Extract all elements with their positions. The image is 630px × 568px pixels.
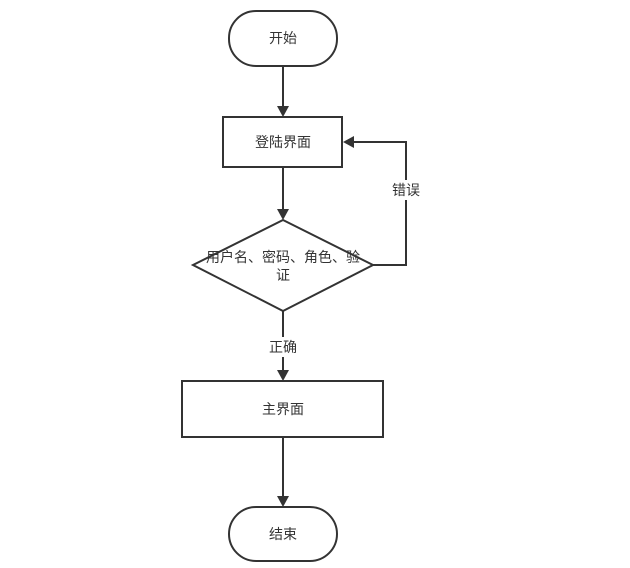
edge-label-error: 错误 (392, 183, 420, 199)
end-node-label: 结束 (269, 527, 297, 543)
start-node (228, 10, 338, 67)
edge-label-correct-bg (267, 337, 299, 357)
start-node-label: 开始 (269, 31, 297, 47)
login-node-label: 登陆界面 (255, 135, 311, 151)
arrowhead-main (277, 370, 289, 381)
verify-decision-node (190, 218, 376, 313)
login-node (222, 116, 343, 168)
main-node (181, 380, 384, 438)
verify-decision-label-line1: 用户名、密码、角色、验 (206, 249, 360, 266)
edge-label-correct: 正确 (269, 340, 297, 356)
arrowhead-login (277, 106, 289, 117)
arrowhead-login-error (343, 136, 354, 148)
edge-verify-to-login-error (354, 141, 407, 266)
arrowhead-verify (277, 209, 289, 220)
verify-decision-label-line2: 证 (276, 268, 290, 284)
arrowhead-end (277, 496, 289, 507)
edge-label-error-bg (390, 180, 422, 200)
end-node (228, 506, 338, 562)
main-node-label: 主界面 (262, 402, 304, 418)
